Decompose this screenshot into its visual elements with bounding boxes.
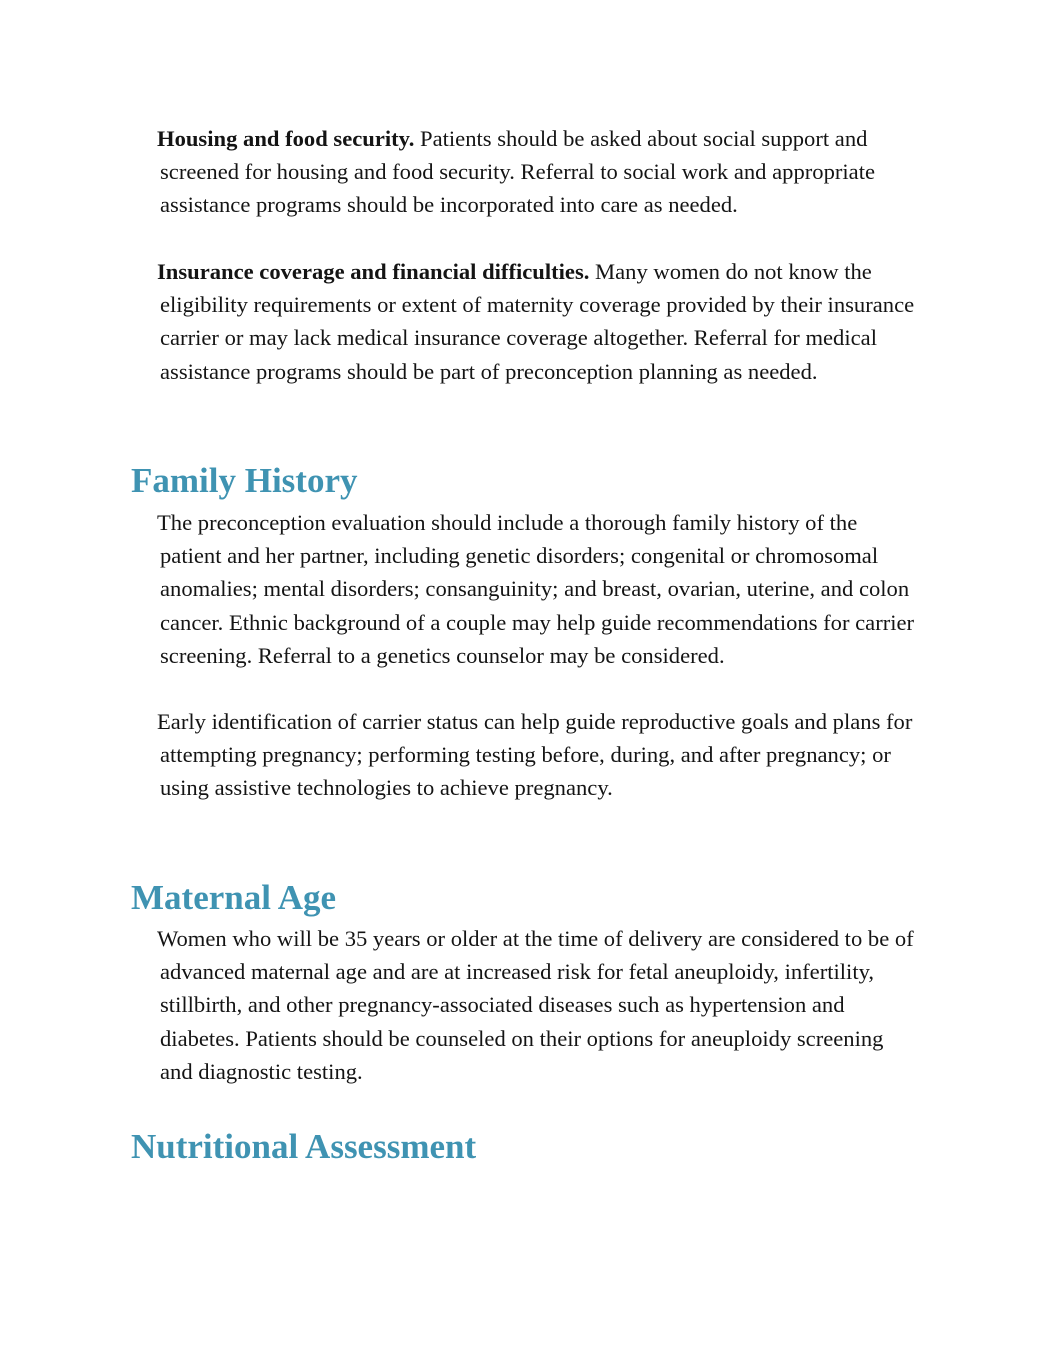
- maternal-age-heading: Maternal Age: [131, 878, 337, 917]
- housing-food-security-text: Patients should be asked about social su…: [160, 126, 876, 218]
- family-history-paragraph-2: Early identification of carrier status c…: [157, 709, 913, 801]
- insurance-coverage-paragraph: Insurance coverage and financial difficu…: [157, 255, 920, 388]
- insurance-coverage-lead: Insurance coverage and financial difficu…: [157, 259, 590, 284]
- housing-food-security-lead: Housing and food security.: [157, 126, 415, 151]
- family-history-heading: Family History: [131, 461, 358, 500]
- housing-food-security-paragraph: Housing and food security. Patients shou…: [157, 122, 920, 222]
- insurance-coverage-text: Many women do not know the eligibility r…: [160, 259, 915, 384]
- family-history-paragraph-1: The preconception evaluation should incl…: [157, 510, 915, 668]
- maternal-age-paragraph: Women who will be 35 years or older at t…: [157, 926, 914, 1084]
- nutritional-assessment-heading: Nutritional Assessment: [131, 1127, 477, 1166]
